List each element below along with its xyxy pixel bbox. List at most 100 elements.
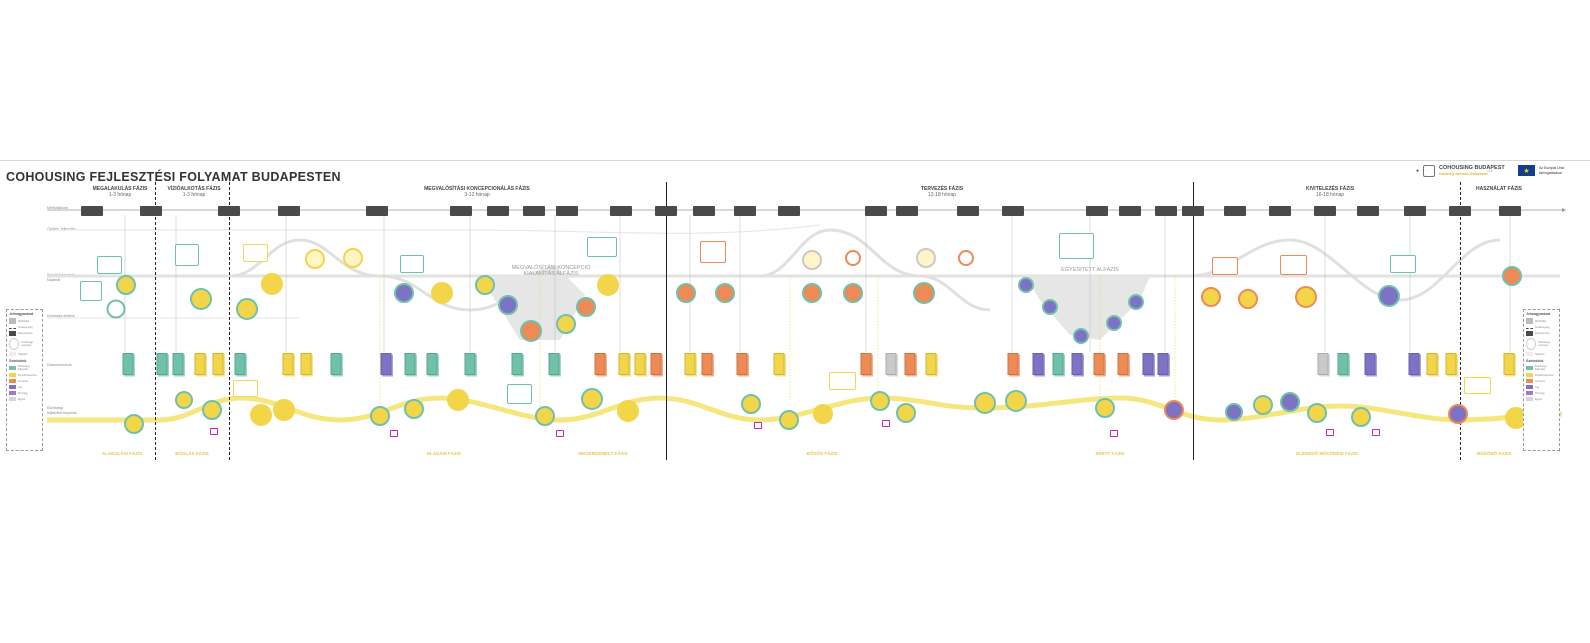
activity-node[interactable] bbox=[1225, 403, 1243, 421]
activity-node[interactable] bbox=[175, 391, 193, 409]
activity-node[interactable] bbox=[802, 250, 822, 270]
document-icon[interactable] bbox=[511, 353, 523, 375]
activity-node[interactable] bbox=[370, 406, 390, 426]
milestone[interactable] bbox=[556, 206, 578, 216]
document-icon[interactable] bbox=[885, 353, 897, 375]
activity-node[interactable] bbox=[1502, 266, 1522, 286]
activity-node[interactable] bbox=[343, 248, 363, 268]
document-icon[interactable] bbox=[736, 353, 748, 375]
document-icon[interactable] bbox=[1093, 353, 1105, 375]
activity-node[interactable] bbox=[1201, 287, 1221, 307]
activity-node[interactable] bbox=[431, 282, 453, 304]
milestone[interactable] bbox=[1404, 206, 1426, 216]
document-icon[interactable] bbox=[1007, 353, 1019, 375]
activity-node[interactable] bbox=[520, 320, 542, 342]
document-icon[interactable] bbox=[650, 353, 662, 375]
document-icon[interactable] bbox=[684, 353, 696, 375]
document-icon[interactable] bbox=[594, 353, 606, 375]
activity-node[interactable] bbox=[1106, 315, 1122, 331]
activity-node[interactable] bbox=[1128, 294, 1144, 310]
document-icon[interactable] bbox=[618, 353, 630, 375]
milestone[interactable] bbox=[140, 206, 162, 216]
document-icon[interactable] bbox=[1157, 353, 1169, 375]
document-icon[interactable] bbox=[404, 353, 416, 375]
document-icon[interactable] bbox=[464, 353, 476, 375]
activity-node[interactable] bbox=[190, 288, 212, 310]
milestone[interactable] bbox=[1269, 206, 1291, 216]
milestone[interactable] bbox=[1499, 206, 1521, 216]
document-icon[interactable] bbox=[1408, 353, 1420, 375]
document-icon[interactable] bbox=[1032, 353, 1044, 375]
activity-node[interactable] bbox=[843, 283, 863, 303]
activity-node[interactable] bbox=[1095, 398, 1115, 418]
document-icon[interactable] bbox=[212, 353, 224, 375]
pin-icon[interactable] bbox=[882, 420, 890, 427]
activity-node[interactable] bbox=[813, 404, 833, 424]
document-icon[interactable] bbox=[548, 353, 560, 375]
pin-icon[interactable] bbox=[210, 428, 218, 435]
activity-node[interactable] bbox=[404, 399, 424, 419]
document-icon[interactable] bbox=[925, 353, 937, 375]
document-icon[interactable] bbox=[234, 353, 246, 375]
document-icon[interactable] bbox=[701, 353, 713, 375]
document-icon[interactable] bbox=[1364, 353, 1376, 375]
document-icon[interactable] bbox=[1071, 353, 1083, 375]
pin-icon[interactable] bbox=[556, 430, 564, 437]
document-icon[interactable] bbox=[122, 353, 134, 375]
document-icon[interactable] bbox=[380, 353, 392, 375]
activity-node[interactable] bbox=[1238, 289, 1258, 309]
pin-icon[interactable] bbox=[754, 422, 762, 429]
milestone[interactable] bbox=[610, 206, 632, 216]
activity-node[interactable] bbox=[1042, 299, 1058, 315]
activity-node[interactable] bbox=[1018, 277, 1034, 293]
milestone[interactable] bbox=[655, 206, 677, 216]
milestone[interactable] bbox=[278, 206, 300, 216]
milestone[interactable] bbox=[1224, 206, 1246, 216]
document-icon[interactable] bbox=[904, 353, 916, 375]
milestone[interactable] bbox=[957, 206, 979, 216]
milestone[interactable] bbox=[734, 206, 756, 216]
activity-node[interactable] bbox=[261, 273, 283, 295]
activity-node[interactable] bbox=[250, 404, 272, 426]
milestone[interactable] bbox=[1449, 206, 1471, 216]
activity-node[interactable] bbox=[447, 389, 469, 411]
document-icon[interactable] bbox=[1503, 353, 1515, 375]
milestone[interactable] bbox=[1314, 206, 1336, 216]
activity-node[interactable] bbox=[913, 282, 935, 304]
document-icon[interactable] bbox=[1052, 353, 1064, 375]
document-icon[interactable] bbox=[1445, 353, 1457, 375]
milestone[interactable] bbox=[1357, 206, 1379, 216]
activity-node[interactable] bbox=[617, 400, 639, 422]
document-icon[interactable] bbox=[282, 353, 294, 375]
activity-node[interactable] bbox=[974, 392, 996, 414]
pin-icon[interactable] bbox=[1326, 429, 1334, 436]
document-icon[interactable] bbox=[1337, 353, 1349, 375]
milestone[interactable] bbox=[778, 206, 800, 216]
activity-node[interactable] bbox=[1253, 395, 1273, 415]
activity-node[interactable] bbox=[273, 399, 295, 421]
document-icon[interactable] bbox=[172, 353, 184, 375]
activity-node[interactable] bbox=[1448, 404, 1468, 424]
activity-node[interactable] bbox=[202, 400, 222, 420]
activity-node[interactable] bbox=[1307, 403, 1327, 423]
milestone[interactable] bbox=[896, 206, 918, 216]
activity-node[interactable] bbox=[576, 297, 596, 317]
document-icon[interactable] bbox=[426, 353, 438, 375]
milestone[interactable] bbox=[1086, 206, 1108, 216]
document-icon[interactable] bbox=[634, 353, 646, 375]
document-icon[interactable] bbox=[1117, 353, 1129, 375]
activity-node[interactable] bbox=[715, 283, 735, 303]
activity-node[interactable] bbox=[556, 314, 576, 334]
milestone[interactable] bbox=[1119, 206, 1141, 216]
activity-node[interactable] bbox=[676, 283, 696, 303]
document-icon[interactable] bbox=[1142, 353, 1154, 375]
activity-node[interactable] bbox=[1295, 286, 1317, 308]
milestone[interactable] bbox=[865, 206, 887, 216]
milestone[interactable] bbox=[523, 206, 545, 216]
activity-node[interactable] bbox=[1005, 390, 1027, 412]
pin-icon[interactable] bbox=[1372, 429, 1380, 436]
activity-node[interactable] bbox=[106, 299, 126, 319]
milestone[interactable] bbox=[450, 206, 472, 216]
activity-node[interactable] bbox=[498, 295, 518, 315]
activity-node[interactable] bbox=[802, 283, 822, 303]
